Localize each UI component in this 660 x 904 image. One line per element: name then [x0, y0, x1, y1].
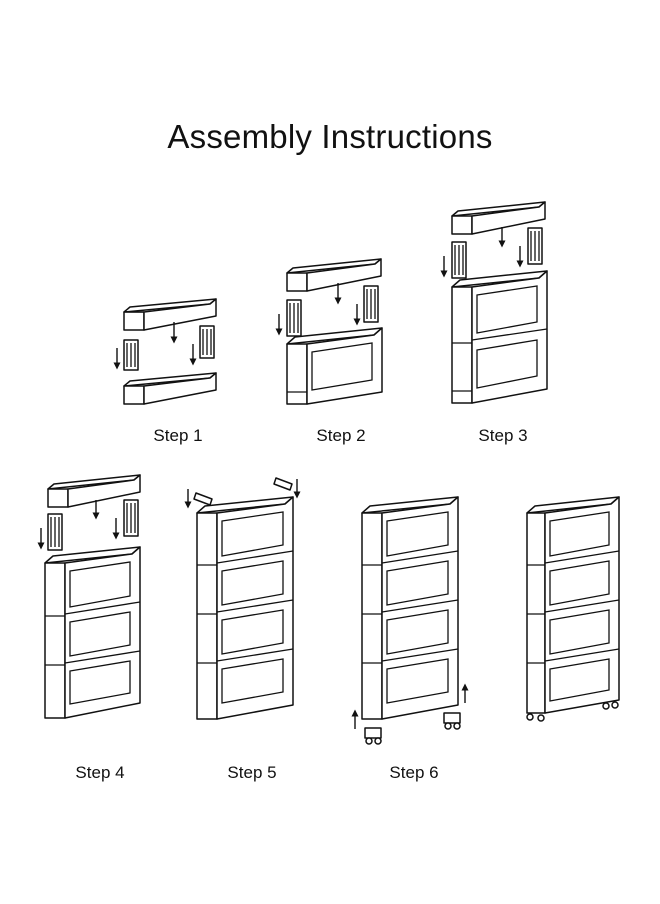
top-cap-right: [273, 477, 293, 491]
side-frame-right: [527, 227, 543, 265]
assembled-four-tier: [196, 496, 294, 720]
wheel-icon: [526, 701, 619, 722]
side-frame-right: [123, 499, 139, 537]
page-title: Assembly Instructions: [167, 118, 493, 155]
step-6-label: Step 6: [389, 763, 439, 782]
step-3-label: Step 3: [478, 426, 528, 445]
step-4-diagram: [37, 474, 141, 719]
shelf-piece: [47, 474, 141, 508]
side-frame-right: [363, 285, 379, 323]
side-frame-right: [199, 325, 215, 359]
side-frame-left: [286, 299, 302, 337]
step-4-label: Step 4: [75, 763, 125, 782]
step-5-diagram: [184, 477, 301, 720]
side-frame-left: [123, 339, 139, 371]
shelf-piece: [123, 298, 217, 331]
step-1-label: Step 1: [153, 426, 203, 445]
top-cap-left: [193, 492, 213, 506]
wheel-part-left: [364, 727, 382, 745]
assembled-four-tier-no-wheels: [361, 496, 459, 720]
wheel-part-right: [443, 712, 461, 730]
shelf-piece: [451, 201, 546, 235]
finished-cart: [526, 496, 620, 722]
shelf-piece: [286, 258, 382, 292]
step-3-diagram: [440, 201, 548, 404]
step-2-label: Step 2: [316, 426, 366, 445]
step-2-diagram: [275, 258, 383, 405]
assembled-two-tier: [451, 270, 548, 404]
step-6-diagram: [351, 496, 469, 745]
shelf-piece: [123, 372, 217, 405]
assembled-three-tier: [44, 546, 141, 719]
assembled-base: [286, 327, 383, 405]
step-1-diagram: [113, 298, 217, 405]
step-5-label: Step 5: [227, 763, 277, 782]
side-frame-left: [451, 241, 467, 279]
side-frame-left: [47, 513, 63, 551]
